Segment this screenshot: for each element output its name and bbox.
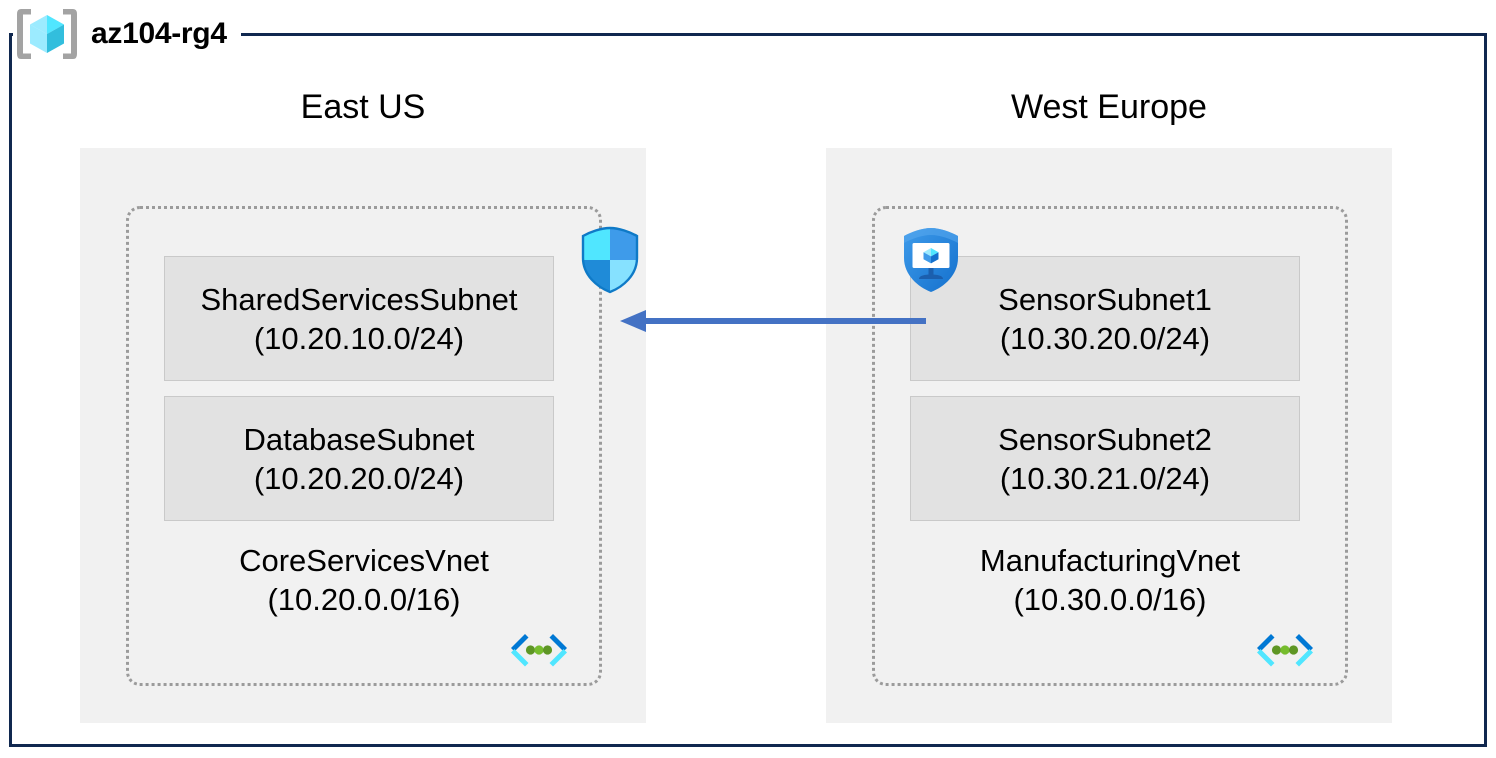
subnet-sensor-2: SensorSubnet2 (10.30.21.0/24) <box>910 396 1300 521</box>
resource-group-header: az104-rg4 <box>13 6 241 62</box>
vnet-name: ManufacturingVnet <box>979 543 1241 578</box>
azure-firewall-shield-monitor-icon <box>898 225 964 295</box>
subnet-name: DatabaseSubnet <box>243 421 475 457</box>
vnet-core-services: SharedServicesSubnet (10.20.10.0/24) Dat… <box>126 206 602 686</box>
vnet-name: CoreServicesVnet <box>239 543 489 578</box>
subnet-sensor-1: SensorSubnet1 (10.30.20.0/24) <box>910 256 1300 381</box>
subnet-cidr: (10.20.10.0/24) <box>253 320 465 356</box>
vnet-cidr: (10.30.0.0/16) <box>1013 582 1207 617</box>
vnet-cidr: (10.20.0.0/16) <box>267 582 461 617</box>
subnet-shared-services: SharedServicesSubnet (10.20.10.0/24) <box>164 256 554 381</box>
region-east-us: East US SharedServicesSubnet (10.20.10.0… <box>80 88 646 723</box>
network-security-group-shield-icon <box>577 225 643 295</box>
resource-group-name: az104-rg4 <box>91 17 227 50</box>
region-west-europe: West Europe SensorSubnet1 (10.30.20.0/24… <box>826 88 1392 723</box>
subnet-name: SharedServicesSubnet <box>200 281 518 317</box>
virtual-network-icon <box>503 628 575 676</box>
virtual-network-icon <box>1249 628 1321 676</box>
subnet-database: DatabaseSubnet (10.20.20.0/24) <box>164 396 554 521</box>
subnet-cidr: (10.20.20.0/24) <box>253 460 465 496</box>
subnet-name: SensorSubnet2 <box>998 421 1212 457</box>
vnet-manufacturing: SensorSubnet1 (10.30.20.0/24) SensorSubn… <box>872 206 1348 686</box>
subnet-cidr: (10.30.20.0/24) <box>999 320 1211 356</box>
region-label-west-europe: West Europe <box>1011 88 1207 126</box>
region-label-east-us: East US <box>300 88 426 126</box>
subnet-cidr: (10.30.21.0/24) <box>999 460 1211 496</box>
vnet-peering-arrow <box>620 306 926 336</box>
resource-group-cube-icon <box>13 6 81 62</box>
resource-group-frame <box>9 33 1487 747</box>
subnet-name: SensorSubnet1 <box>998 281 1212 317</box>
